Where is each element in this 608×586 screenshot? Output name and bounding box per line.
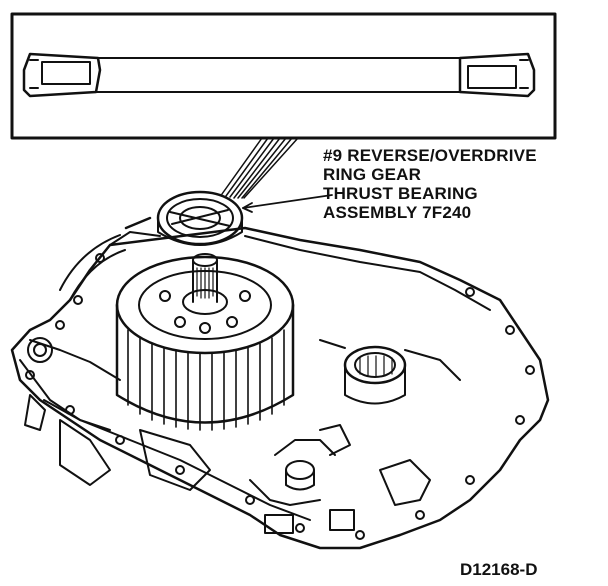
callout-line-2: RING GEAR <box>323 165 422 184</box>
callout-label: #9 REVERSE/OVERDRIVE RING GEAR THRUST BE… <box>323 146 583 222</box>
left-case-details <box>19 234 126 431</box>
callout-leader-line <box>242 194 333 209</box>
callout-line-3: THRUST BEARING <box>323 184 478 203</box>
figure-id: D12168-D <box>460 560 538 579</box>
lower-mechanism <box>59 419 431 534</box>
transmission-case <box>10 216 550 550</box>
clutch-drum-assembly <box>115 253 295 431</box>
thrust-bearing <box>156 190 244 246</box>
right-bushing <box>319 339 461 405</box>
detail-leader-cone <box>221 137 299 199</box>
callout-line-1: #9 REVERSE/OVERDRIVE <box>323 146 537 165</box>
callout-line-4: ASSEMBLY 7F240 <box>323 203 472 222</box>
bearing-detail-inset <box>10 12 557 140</box>
